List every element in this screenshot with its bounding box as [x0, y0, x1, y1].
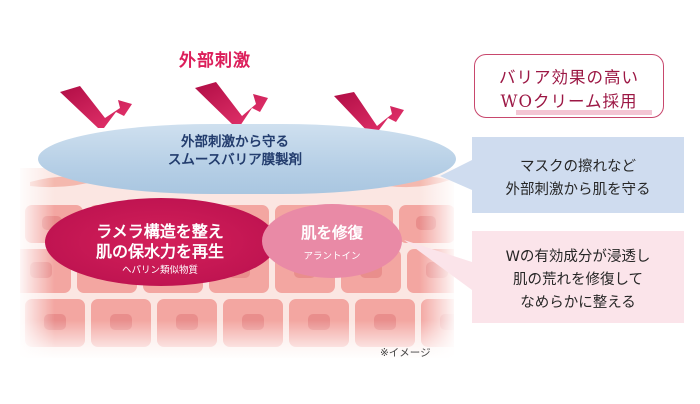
jagged-arrow-icon	[195, 82, 268, 126]
repair-ellipse	[262, 204, 402, 278]
badge-line-2: WOクリーム採用	[500, 92, 638, 111]
lamella-line-2: 肌の保水力を再生	[95, 242, 224, 261]
lamella-ellipse	[45, 198, 277, 286]
image-note: ※イメージ	[380, 347, 431, 359]
barrier-callout-line-2: 外部刺激から肌を守る	[505, 182, 651, 198]
repair-ingredient: アラントイン	[303, 251, 361, 262]
repair-callout-line-3: なめらかに整える	[520, 295, 636, 311]
stimulus-arrows	[60, 82, 404, 134]
wo-cream-badge	[474, 54, 664, 118]
jagged-arrow-icon	[334, 92, 404, 134]
barrier-film	[38, 124, 456, 194]
badge-highlight	[516, 110, 652, 115]
barrier-line-1: 外部刺激から守る	[181, 134, 289, 150]
blue-callout-pointer	[440, 160, 472, 190]
barrier-film-label: 外部刺激から守る スムースバリア膜製剤	[100, 133, 370, 169]
repair-callout-line-1: Wの有効成分が浸透し	[505, 249, 651, 265]
barrier-callout	[472, 137, 684, 213]
badge-line-1: バリア効果の高い	[499, 68, 639, 87]
barrier-line-2: スムースバリア膜製剤	[167, 152, 303, 168]
pink-callout-pointer	[404, 240, 472, 290]
lamella-ingredient: ヘパリン類似物質	[121, 265, 198, 276]
repair-callout-line-2: 肌の荒れを修復して	[512, 272, 644, 288]
repair-callout	[472, 231, 684, 323]
repair-title: 肌を修復	[300, 224, 363, 242]
lamella-line-1: ラメラ構造を整え	[96, 222, 224, 241]
jagged-arrow-icon	[60, 86, 132, 128]
barrier-callout-line-1: マスクの擦れなど	[520, 159, 636, 175]
external-stimulus-label: 外部刺激	[179, 51, 251, 71]
